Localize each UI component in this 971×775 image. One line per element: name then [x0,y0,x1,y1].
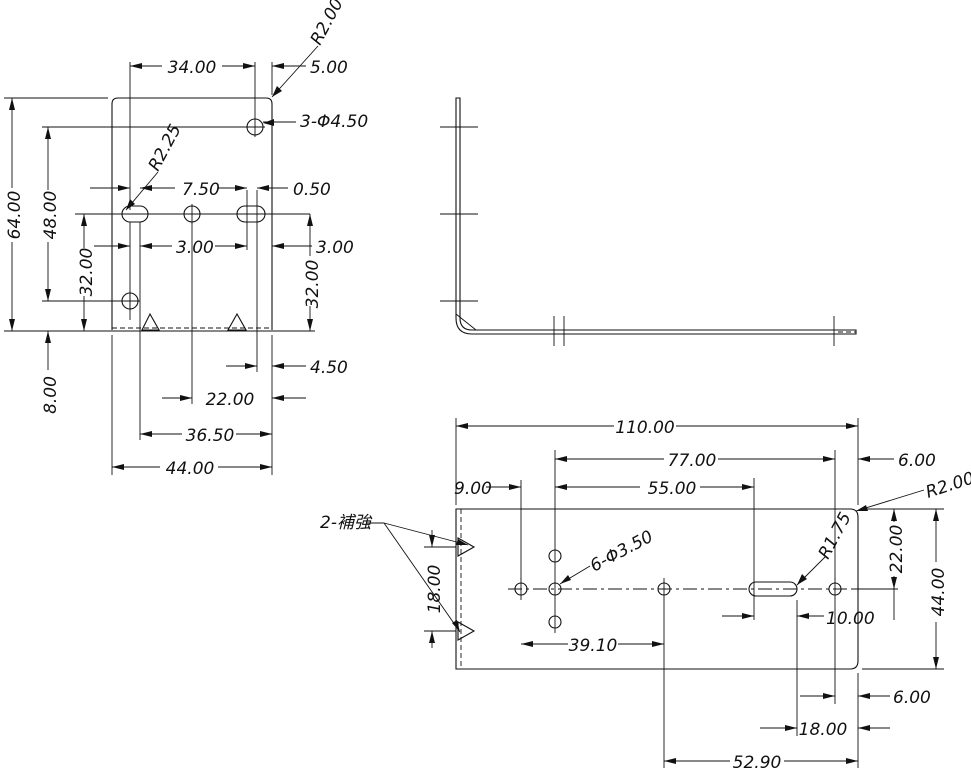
dim-5: 5.00 [310,58,348,78]
dim-r2-flat: R2.00 [923,468,971,502]
dim-55: 55.00 [648,479,697,499]
dim-10: 10.00 [826,609,875,629]
flat-rib-bottom [457,621,476,641]
flat-pattern-view: 110.00 77.00 6.00 9.00 55.00 [320,418,971,773]
dim-18-vert: 18.00 [425,565,445,614]
dim-64: 64.00 [5,191,25,240]
front-view: 34.00 5.00 R2.00 3-Φ4.50 R2.25 [4,0,368,479]
dim-7-5: 7.50 [182,180,220,200]
dim-32-left: 32.00 [77,248,97,297]
dim-44-front: 44.00 [166,459,215,479]
side-view [440,97,857,346]
dim-3-right: 3.00 [316,238,354,258]
dim-22-front: 22.00 [206,390,255,410]
dim-44-flat: 44.00 [929,568,949,617]
dim-r2-front: R2.00 [307,0,348,48]
front-plate-outline [111,97,273,330]
dim-6-holes: 6-Φ3.50 [587,527,657,577]
flat-outline [455,508,859,670]
dim-3-left: 3.00 [176,238,214,258]
side-profile [455,97,857,335]
dim-77: 77.00 [668,451,717,471]
dim-9: 9.00 [454,479,492,499]
dim-6-bottom: 6.00 [893,688,931,708]
rib-triangle-left [141,312,160,331]
dim-22-flat: 22.00 [887,525,907,574]
dim-4-5: 4.50 [310,358,348,378]
dim-r1-75: R1.75 [815,509,856,562]
dim-6-top: 6.00 [898,451,936,471]
dim-3-holes: 3-Φ4.50 [300,112,368,132]
flat-rib-top [457,537,476,557]
dim-34: 34.00 [168,58,217,78]
dim-r2-25: R2.25 [145,121,186,174]
dim-36-5: 36.50 [186,426,235,446]
dim-8: 8.00 [41,376,61,414]
dim-32-right: 32.00 [303,260,323,309]
dim-39-1: 39.10 [569,636,618,656]
dim-110: 110.00 [615,418,674,438]
dim-18-horiz: 18.00 [799,720,848,740]
dim-52-9: 52.90 [733,753,782,773]
dim-0-5: 0.50 [293,180,331,200]
dim-48: 48.00 [41,191,61,240]
dim-ribs: 2-補強 [320,513,373,533]
rib-triangle-right [227,312,247,331]
